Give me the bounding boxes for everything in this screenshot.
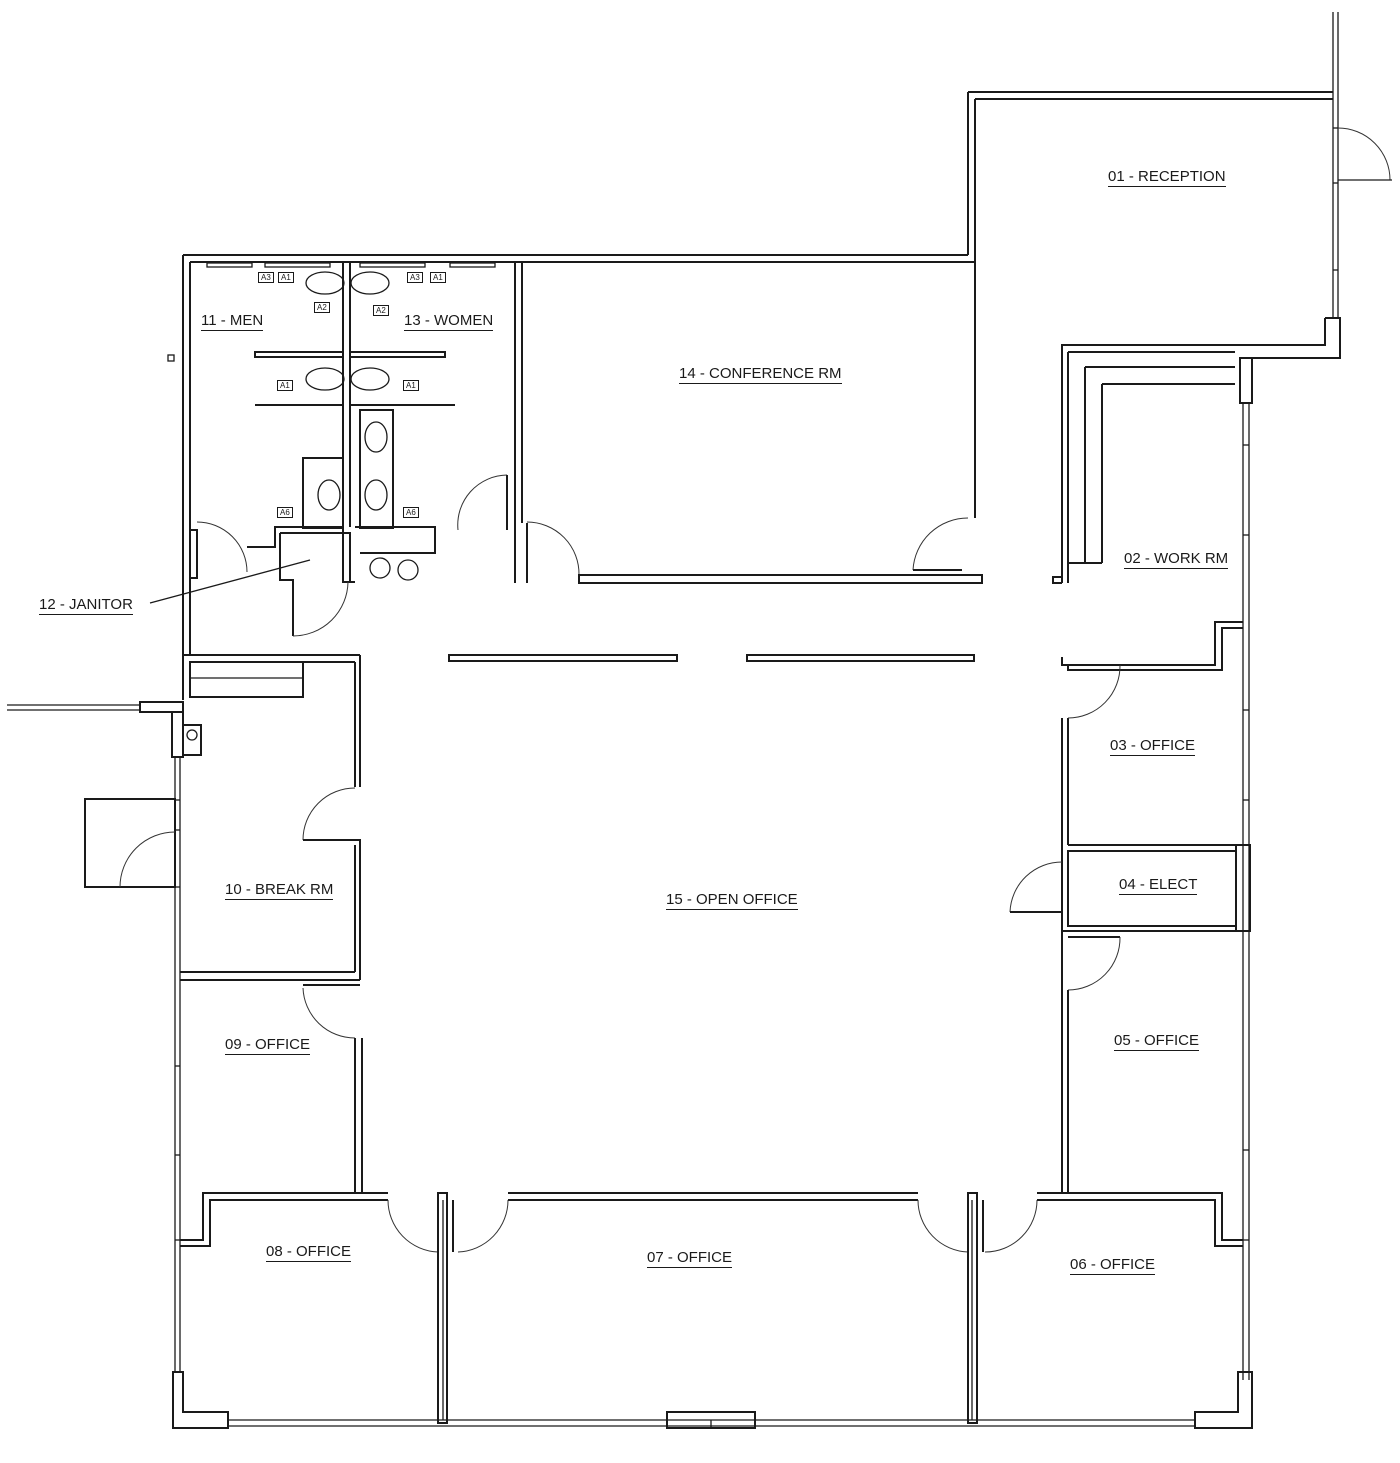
room-label-men: 11 - MEN [201,312,264,331]
fixture-tag: A6 [403,507,419,518]
fixture-tag: A3 [258,272,274,283]
fixture-tag: A2 [373,305,389,316]
room-label-break-room: 10 - BREAK RM [225,881,334,900]
fixture-tag: A1 [430,272,446,283]
interior-walls [149,262,1251,1424]
exterior-walls [7,12,1392,1429]
fixture-tag: A6 [277,507,293,518]
room-label-open-office: 15 - OPEN OFFICE [666,891,798,910]
fixture-tag: A1 [403,380,419,391]
fixture-tag: A2 [314,302,330,313]
room-label-office-06: 06 - OFFICE [1070,1256,1156,1275]
room-label-women: 13 - WOMEN [404,312,494,331]
room-label-work-room: 02 - WORK RM [1124,550,1229,569]
fixture-tag: A1 [278,272,294,283]
room-label-office-07: 07 - OFFICE [647,1249,733,1268]
room-label-office-08: 08 - OFFICE [266,1243,352,1262]
room-label-office-09: 09 - OFFICE [225,1036,311,1055]
fixture-tag: A3 [407,272,423,283]
room-label-electrical: 04 - ELECT [1119,876,1198,895]
room-label-office-05: 05 - OFFICE [1114,1032,1200,1051]
room-label-janitor: 12 - JANITOR [39,596,133,615]
room-label-conference: 14 - CONFERENCE RM [679,365,842,384]
room-label-office-03: 03 - OFFICE [1110,737,1196,756]
room-label-reception: 01 - RECEPTION [1108,168,1226,187]
fixture-tag: A1 [277,380,293,391]
